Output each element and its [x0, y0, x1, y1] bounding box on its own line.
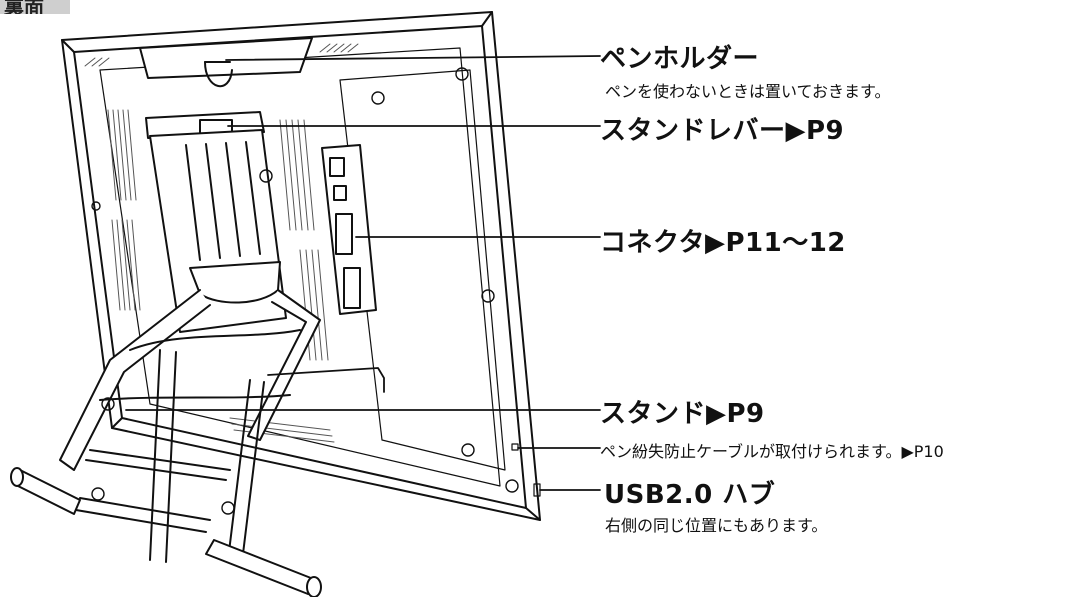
leader-lines — [125, 55, 601, 491]
section-tab: 裏面 — [0, 0, 70, 14]
screw-holes — [91, 67, 519, 515]
cable-note: ペン紛失防止ケーブルが取付けられます。▶P10 — [600, 442, 944, 461]
stand-feet — [10, 467, 322, 597]
stand-frame — [59, 129, 321, 563]
section-tab-label: 裏面 — [4, 0, 44, 14]
pen-holder-part — [139, 37, 313, 88]
pen-holder-desc: ペンを使わないときは置いておきます。 — [605, 82, 891, 101]
connector-title: コネクタ▶P11〜12 — [600, 228, 846, 258]
connector-panel — [321, 144, 377, 315]
stand-lever-title: スタンドレバー▶P9 — [600, 116, 845, 146]
usb-hub-title: USB2.0 ハブ — [604, 480, 776, 510]
pen-holder-title: ペンホルダー — [600, 44, 760, 74]
usb-hub-desc: 右側の同じ位置にもあります。 — [605, 516, 828, 535]
stand-title: スタンド▶P9 — [600, 399, 765, 429]
